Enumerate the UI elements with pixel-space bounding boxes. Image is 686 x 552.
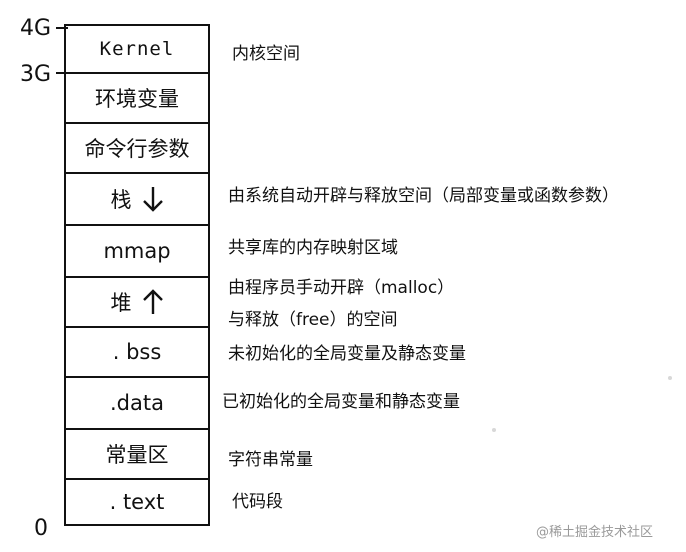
segment-bss: . bss — [66, 328, 208, 378]
address-label-3g: 3G — [20, 62, 52, 87]
segment-label-kernel: Kernel — [99, 38, 175, 60]
address-tick-4g — [56, 27, 68, 29]
description-bss: 未初始化的全局变量及静态变量 — [228, 344, 466, 364]
segment-env-vars: 环境变量 — [66, 74, 208, 124]
decorative-dot — [492, 428, 496, 432]
arrow-down-icon — [142, 185, 164, 213]
segment-cmdline-args: 命令行参数 — [66, 124, 208, 174]
description-text: 代码段 — [232, 492, 283, 512]
description-data: 已初始化的全局变量和静态变量 — [222, 392, 460, 412]
segment-data: .data — [66, 378, 208, 430]
segment-text: . text — [66, 480, 208, 524]
address-label-0: 0 — [34, 516, 48, 541]
description-heap-line1: 由程序员手动开辟（malloc） — [228, 278, 455, 298]
memory-layout-column: Kernel 环境变量 命令行参数 栈 mmap 堆 . bss .data — [64, 24, 210, 526]
description-heap-line2: 与释放（free）的空间 — [228, 310, 398, 330]
address-tick-3g — [56, 72, 68, 74]
segment-heap: 堆 — [66, 278, 208, 328]
segment-stack: 栈 — [66, 174, 208, 226]
segment-label-mmap: mmap — [103, 239, 171, 263]
segment-mmap: mmap — [66, 226, 208, 278]
segment-label-env-vars: 环境变量 — [95, 87, 179, 111]
segment-label-cmdline-args: 命令行参数 — [84, 137, 190, 161]
segment-kernel: Kernel — [66, 26, 208, 74]
address-label-4g: 4G — [20, 16, 52, 41]
segment-label-constants: 常量区 — [105, 443, 169, 467]
segment-label-stack: 栈 — [110, 188, 132, 212]
description-mmap: 共享库的内存映射区域 — [228, 238, 398, 258]
description-stack: 由系统自动开辟与释放空间（局部变量或函数参数） — [228, 186, 619, 206]
segment-label-text: . text — [109, 490, 165, 514]
segment-label-heap: 堆 — [110, 291, 132, 315]
segment-constants: 常量区 — [66, 430, 208, 480]
description-kernel: 内核空间 — [232, 44, 300, 64]
description-constants: 字符串常量 — [228, 450, 313, 470]
watermark: @稀土掘金技术社区 — [536, 525, 654, 540]
decorative-dot — [668, 376, 672, 380]
arrow-up-icon — [142, 288, 164, 316]
segment-label-data: .data — [110, 391, 164, 415]
segment-label-bss: . bss — [112, 340, 162, 364]
